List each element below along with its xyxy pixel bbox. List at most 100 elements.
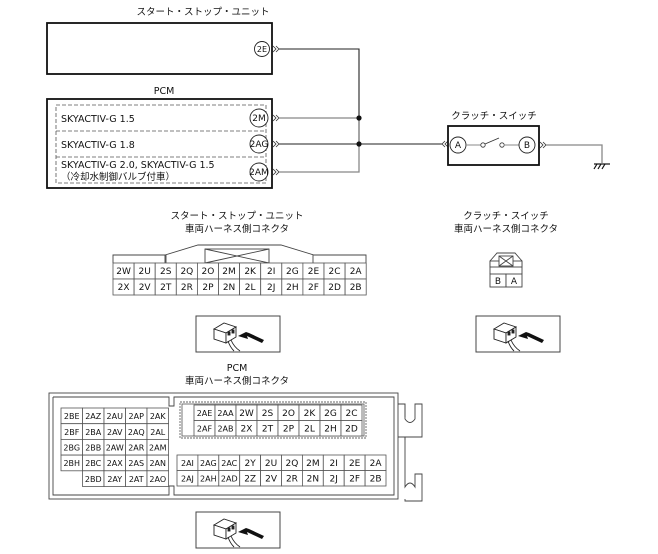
- pin-label: 2N: [307, 474, 319, 484]
- pin-cell: [340, 420, 363, 437]
- clutch-connector-housing: [489, 252, 523, 288]
- clutch-terminal-b-label: B: [524, 141, 530, 151]
- wire-pcm-2am: [279, 118, 360, 173]
- pin-label: 2T: [160, 283, 172, 293]
- ssu-terminal-circle: [254, 41, 270, 57]
- pin-label: 2AA: [217, 409, 234, 418]
- connector-chevron-icon: [539, 141, 547, 149]
- pcm-row-sublabel: （冷却水制御バルブ付車）: [61, 171, 175, 183]
- pin-label: 2AY: [107, 475, 122, 484]
- pin-label: 2I: [330, 459, 338, 469]
- pin-label: 2AE: [197, 409, 213, 418]
- pin-label: 2V: [139, 283, 152, 293]
- pin-label: 2S: [262, 409, 274, 419]
- pin-label: 2R: [286, 474, 298, 484]
- pin-label: 2P: [202, 283, 214, 293]
- pin-label: 2S: [160, 267, 172, 277]
- pin-label: 2M: [222, 267, 236, 277]
- clutch-switch-title: クラッチ・スイッチ: [451, 111, 537, 122]
- ssu-terminal-label: 2E: [257, 45, 267, 54]
- pcm-terminal-label: 2AM: [249, 168, 269, 178]
- ground-icon: [593, 163, 610, 170]
- pin-label: 2U: [265, 459, 277, 469]
- pin-label: 2O: [202, 267, 215, 277]
- pin-label: 2J: [267, 283, 275, 293]
- switch-contact: [499, 142, 505, 148]
- connector-chevron-icon: [272, 45, 280, 53]
- pin-label: 2A: [350, 267, 363, 277]
- pin-label: 2P: [283, 424, 295, 434]
- pin-label: 2BF: [64, 428, 80, 437]
- pin-label: 2AS: [128, 459, 144, 468]
- connector-chevron-icon: [272, 168, 280, 176]
- pin-label: 2X: [241, 424, 253, 434]
- wire-ground: [546, 144, 603, 163]
- pin-label: 2AH: [200, 474, 217, 483]
- pin-label: 2H: [324, 424, 337, 434]
- pcm-connector-subtitle: 車両ハーネス側コネクタ: [185, 375, 289, 387]
- pin-label: 2AV: [107, 428, 123, 437]
- pin-label: 2L: [245, 283, 256, 293]
- pcm-connector-title: PCM: [227, 363, 248, 374]
- ssu-unit-box: [46, 22, 273, 75]
- pin-label: 2AO: [149, 475, 166, 484]
- pin-label: 2Y: [245, 459, 257, 469]
- pin-label: 2R: [181, 283, 193, 293]
- pin-label: 2F: [308, 283, 319, 293]
- pcm-terminal-circle: [249, 108, 269, 128]
- connector-view-icon: [475, 315, 561, 353]
- pin-label: 2I: [267, 267, 275, 277]
- ssu-connector-title: スタート・ストップ・ユニット: [170, 211, 303, 222]
- pin-label: 2L: [304, 424, 315, 434]
- pin-label: 2J: [330, 474, 338, 484]
- pin-label: 2AT: [129, 475, 144, 484]
- clutch-connector-title: クラッチ・スイッチ: [463, 211, 549, 222]
- pin-label: 2U: [138, 267, 150, 277]
- pin-label: 2AX: [107, 459, 124, 468]
- pin-label: 2AR: [128, 443, 145, 452]
- pin-label: 2W: [239, 409, 254, 419]
- pin-label: 2H: [286, 283, 299, 293]
- pin-cell: [364, 470, 387, 487]
- pin-label: 2V: [265, 474, 278, 484]
- pin-label: 2AZ: [85, 412, 102, 421]
- pin-label: 2BE: [64, 412, 80, 421]
- pin-label: 2E: [308, 267, 320, 277]
- pin-cell: [146, 470, 169, 487]
- pin-label: 2G: [286, 267, 299, 277]
- switch-contact: [480, 142, 486, 148]
- pin-label: 2AQ: [128, 428, 145, 437]
- pin-label: 2X: [118, 283, 130, 293]
- pcm-row-label: SKYACTIV-G 1.5: [61, 114, 135, 125]
- clutch-pin-label: B: [495, 277, 501, 287]
- pin-label: 2AM: [149, 443, 167, 452]
- pin-label: 2AG: [200, 459, 217, 468]
- pin-label: 2AI: [181, 459, 194, 468]
- pin-label: 2E: [349, 459, 361, 469]
- clutch-pin-label: A: [511, 277, 518, 287]
- pin-label: 2BG: [63, 443, 80, 452]
- pin-label: 2C: [329, 267, 341, 277]
- pin-label: 2W: [116, 267, 131, 277]
- pcm-terminal-circle: [249, 162, 269, 182]
- ssu-title: スタート・ストップ・ユニット: [136, 7, 269, 18]
- pin-label: 2AJ: [181, 474, 194, 483]
- pin-cell: [344, 278, 367, 296]
- pin-label: 2K: [304, 409, 317, 419]
- pcm-terminal-label: 2M: [252, 114, 266, 124]
- clutch-terminal-a-label: A: [455, 141, 462, 151]
- ssu-connector-subtitle: 車両ハーネス側コネクタ: [185, 223, 289, 235]
- splice-dot: [356, 141, 362, 147]
- pcm-row-label: SKYACTIV-G 1.8: [61, 140, 135, 151]
- pin-label: 2AB: [217, 424, 233, 433]
- clutch-connector-subtitle: 車両ハーネス側コネクタ: [454, 223, 558, 235]
- pin-label: 2BH: [63, 459, 80, 468]
- pin-label: 2Q: [180, 267, 193, 277]
- pin-label: 2AK: [150, 412, 167, 421]
- pin-label: 2AP: [129, 412, 145, 421]
- connector-view-icon: [195, 511, 281, 549]
